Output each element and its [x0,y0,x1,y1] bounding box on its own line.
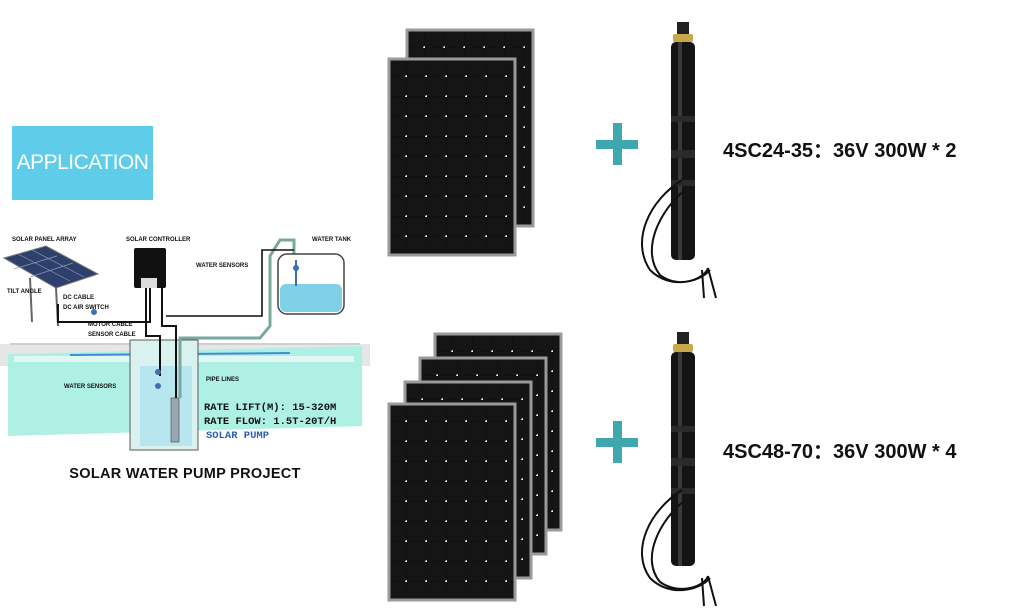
solar-pump-diagram: SOLAR PANEL ARRAY SOLAR CONTROLLER WATER… [0,226,370,506]
diagram-illustration [0,226,370,496]
label-water-sensors-top: WATER SENSORS [196,263,249,269]
config-spec-2: 4SC48-70：36V 300W * 4 [723,441,957,463]
label-water-sensors-bottom: WATER SENSORS [64,384,117,390]
config-spec-1: 4SC24-35：36V 300W * 2 [723,140,957,162]
label-solar-panel-array: SOLAR PANEL ARRAY [12,237,77,243]
label-rate-lift: RATE LIFT(M): 15-320M [204,402,337,414]
label-dc-air-switch: DC AIR SWITCH [63,305,109,311]
label-solar-controller: SOLAR CONTROLLER [126,237,191,243]
label-solar-pump: SOLAR PUMP [206,430,270,442]
label-water-tank: WATER TANK [312,237,352,243]
plus-icon [596,421,638,463]
diagram-title: SOLAR WATER PUMP PROJECT [69,466,301,482]
label-motor-cable: MOTOR CABLE [88,322,133,328]
plus-icon [596,123,638,165]
solar-panel-image [387,402,517,602]
label-pipe-lines: PIPE LINES [206,377,240,383]
label-tilt-angle: TILT ANGLE [7,289,42,295]
label-rate-flow: RATE FLOW: 1.5T-20T/H [204,416,337,428]
solar-panel-image [387,57,517,257]
submersible-pump-image [640,22,717,299]
label-sensor-cable: SENSOR CABLE [88,332,136,338]
label-dc-cable: DC CABLE [63,295,94,301]
application-badge: APPLICATION [12,126,153,200]
submersible-pump-image [640,332,717,607]
